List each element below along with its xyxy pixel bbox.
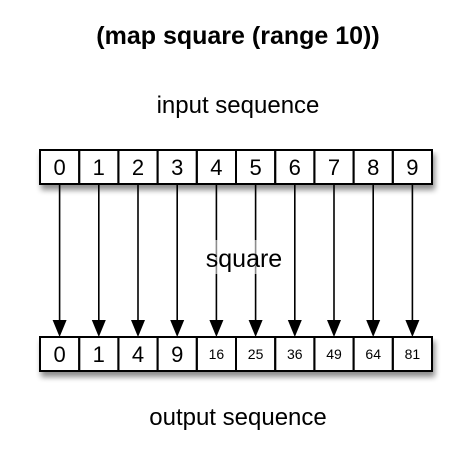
output-sequence-label: output sequence [149,404,327,431]
output-value: 4 [132,342,144,367]
output-value: 0 [53,342,65,367]
function-label: square [206,245,282,273]
input-value: 9 [406,155,418,180]
output-value: 25 [248,346,264,362]
input-value: 5 [249,155,261,180]
map-arrow [131,184,145,337]
output-value: 9 [171,342,183,367]
map-arrow [327,184,341,337]
input-value: 2 [132,155,144,180]
output-value: 49 [326,346,342,362]
map-arrow [52,184,67,337]
output-value: 81 [405,346,421,362]
output-value: 16 [209,346,225,362]
input-cell [391,149,433,185]
output-value: 1 [93,342,105,367]
input-value: 1 [93,155,105,180]
input-value: 6 [289,155,301,180]
input-sequence: 0 1 2 3 4 5 6 7 8 9 [39,149,433,185]
function-label-backdrop [201,240,289,274]
input-value: 3 [171,155,183,180]
input-value: 8 [367,155,379,180]
output-value: 64 [365,346,381,362]
output-value: 36 [287,346,303,362]
map-arrow [405,184,420,337]
input-value: 0 [53,155,65,180]
input-value: 4 [210,155,222,180]
map-arrow [91,184,106,337]
output-cell [391,336,433,372]
arrows [52,184,420,337]
map-arrow [170,184,185,337]
map-arrow [366,184,381,337]
input-value: 7 [328,155,340,180]
map-arrow [287,184,302,337]
diagram-title: (map square (range 10)) [96,22,380,50]
input-sequence-label: input sequence [156,92,320,119]
